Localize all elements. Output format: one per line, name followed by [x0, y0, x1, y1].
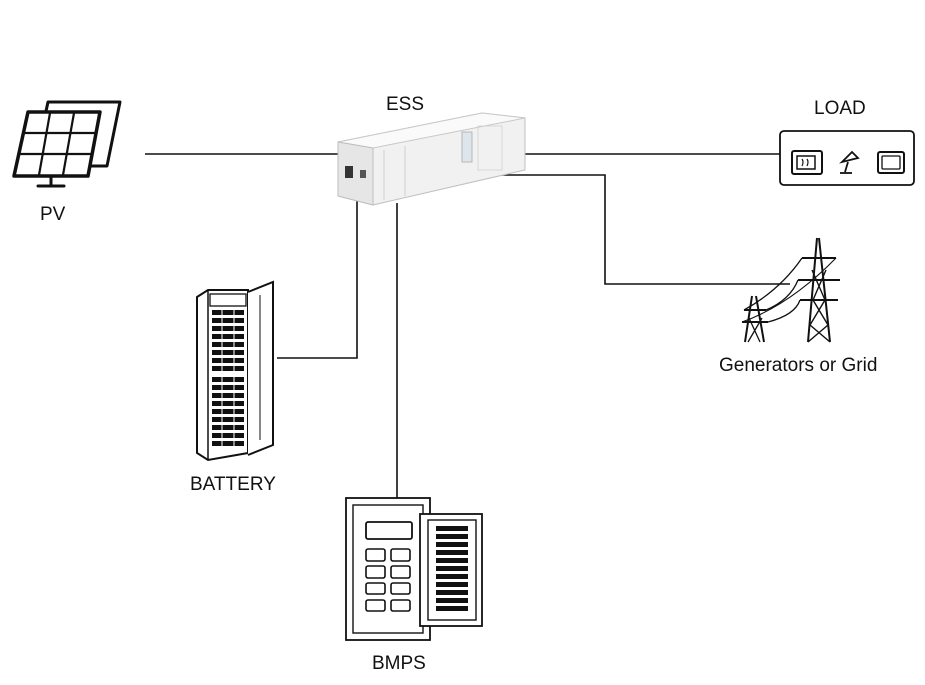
connection-lines: [145, 153, 790, 500]
load-label: LOAD: [814, 98, 866, 119]
ess-label: ESS: [386, 94, 425, 115]
battery-label: BATTERY: [190, 474, 276, 495]
load-appliances-icon: [779, 130, 915, 186]
bmps-label: BMPS: [372, 653, 426, 674]
power-transmission-tower-icon: [741, 237, 840, 343]
grid-label: Generators or Grid: [719, 355, 878, 376]
solar-panel-icon: [12, 100, 122, 188]
bmps-cabinet-icon: [345, 497, 483, 641]
line-ess-grid: [495, 174, 790, 285]
energy-storage-container-icon: [337, 112, 526, 206]
line-ess-battery: [277, 200, 358, 359]
pv-label: PV: [40, 204, 66, 225]
battery-rack-icon: [196, 280, 274, 462]
